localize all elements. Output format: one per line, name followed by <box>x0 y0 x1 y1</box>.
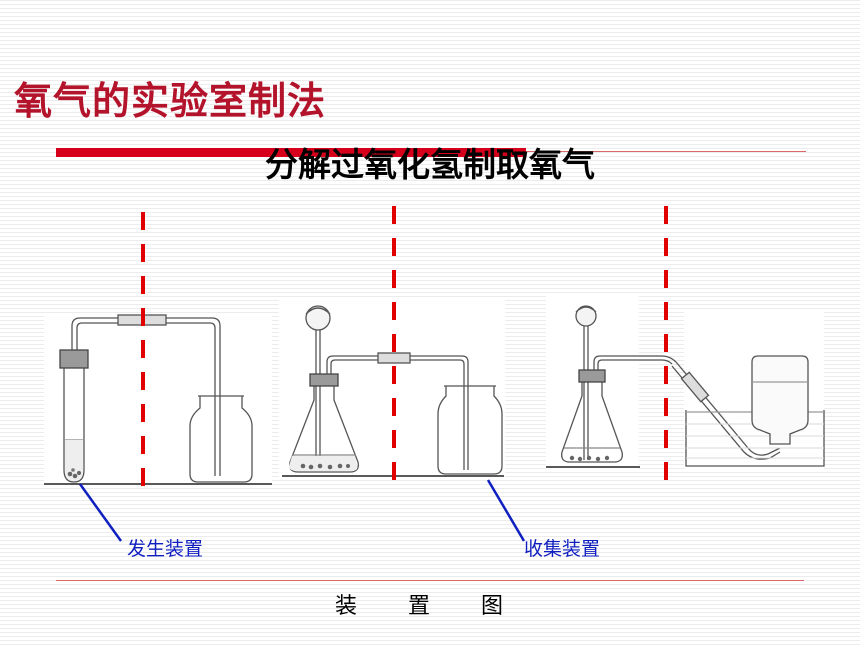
thistle-funnel-bulb <box>575 305 597 327</box>
rubber-connector <box>680 371 710 403</box>
inverted-bottle <box>751 355 809 445</box>
delivery-tube <box>593 355 677 370</box>
apparatus-test-tube-setup <box>59 314 253 483</box>
title-underline-bar <box>56 148 526 157</box>
apparatus-flask-small <box>561 305 677 463</box>
apparatus-flask-setup <box>289 305 503 475</box>
label-collector-apparatus: 收集装置 <box>524 538 601 560</box>
gas-jar <box>437 386 503 475</box>
apparatus-water-trough <box>671 355 825 467</box>
conical-flask <box>561 380 623 463</box>
panel-3-background <box>546 296 639 470</box>
flask-stopper <box>309 373 339 387</box>
thistle-funnel-bulb <box>305 305 331 331</box>
flask-stopper <box>578 369 606 383</box>
title-underline-thin <box>526 151 806 152</box>
pointer-line-collector <box>486 479 526 542</box>
gas-jar <box>189 396 253 483</box>
water-trough <box>685 410 825 467</box>
page-title: 氧气的实验室制法 <box>14 79 327 123</box>
pointer-line-generator <box>78 483 123 542</box>
caption-divider <box>56 580 804 581</box>
test-tube-stopper <box>59 349 89 369</box>
diagram-subtitle: 分解过氧化氢制取氧气 <box>265 145 595 184</box>
label-generator-apparatus: 发生装置 <box>127 538 204 560</box>
figure-caption: 装 置 图 <box>335 594 525 619</box>
funnel-stem <box>315 330 321 466</box>
funnel-stem <box>583 326 589 460</box>
test-tube <box>63 368 85 483</box>
rubber-connector <box>377 352 411 364</box>
